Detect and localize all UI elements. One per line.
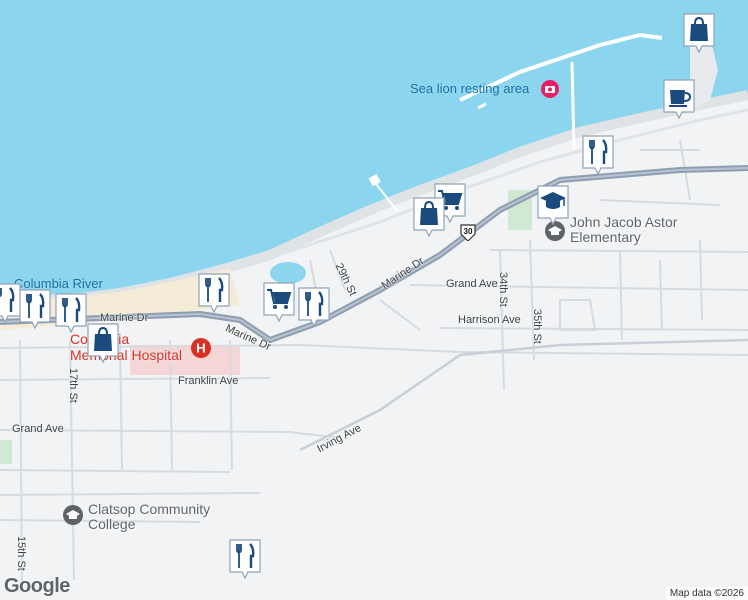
restaurant-icon[interactable]: [18, 288, 52, 330]
street-grand-ave-2: Grand Ave: [12, 423, 64, 435]
restaurant-icon[interactable]: [297, 286, 331, 328]
svg-text:H: H: [196, 341, 205, 356]
shopping-bag-icon[interactable]: [412, 196, 446, 238]
street-17th: 17th St: [67, 368, 79, 403]
street-35th: 35th St: [531, 309, 543, 344]
street-marine-dr-3: Marine Dr: [100, 312, 149, 324]
street-15th: 15th St: [15, 536, 27, 571]
coffee-cup-icon[interactable]: [662, 78, 696, 120]
school-icon[interactable]: [536, 184, 570, 226]
college-label[interactable]: Clatsop Community College: [88, 501, 211, 532]
street-grand-ave-1: Grand Ave: [446, 278, 498, 290]
river-label: Columbia River: [14, 276, 103, 291]
map-attribution[interactable]: Map data ©2026: [665, 587, 748, 600]
restaurant-icon[interactable]: [197, 272, 231, 314]
street-34th: 34th St: [497, 272, 509, 307]
school-poi-icon[interactable]: [544, 220, 566, 247]
river-water: [0, 0, 748, 300]
svg-text:30: 30: [464, 227, 473, 236]
restaurant-icon[interactable]: [0, 282, 22, 324]
route-30-shield: 30: [459, 223, 477, 246]
google-logo: Google: [4, 575, 70, 597]
camera-icon[interactable]: [540, 79, 560, 104]
street-harrison-ave: Harrison Ave: [458, 314, 521, 326]
sea-lion-label: Sea lion resting area: [410, 81, 530, 96]
street-franklin-ave: Franklin Ave: [178, 375, 239, 387]
shopping-bag-icon[interactable]: [682, 12, 716, 54]
hospital-icon[interactable]: H: [190, 337, 212, 364]
restaurant-icon[interactable]: [228, 538, 262, 580]
college-icon[interactable]: [62, 504, 84, 531]
shopping-cart-icon[interactable]: [262, 281, 296, 323]
school-label[interactable]: John Jacob Astor Elementary: [570, 214, 678, 245]
restaurant-icon[interactable]: [581, 134, 615, 176]
restaurant-icon[interactable]: [54, 292, 88, 334]
shopping-bag-icon[interactable]: [86, 322, 120, 364]
